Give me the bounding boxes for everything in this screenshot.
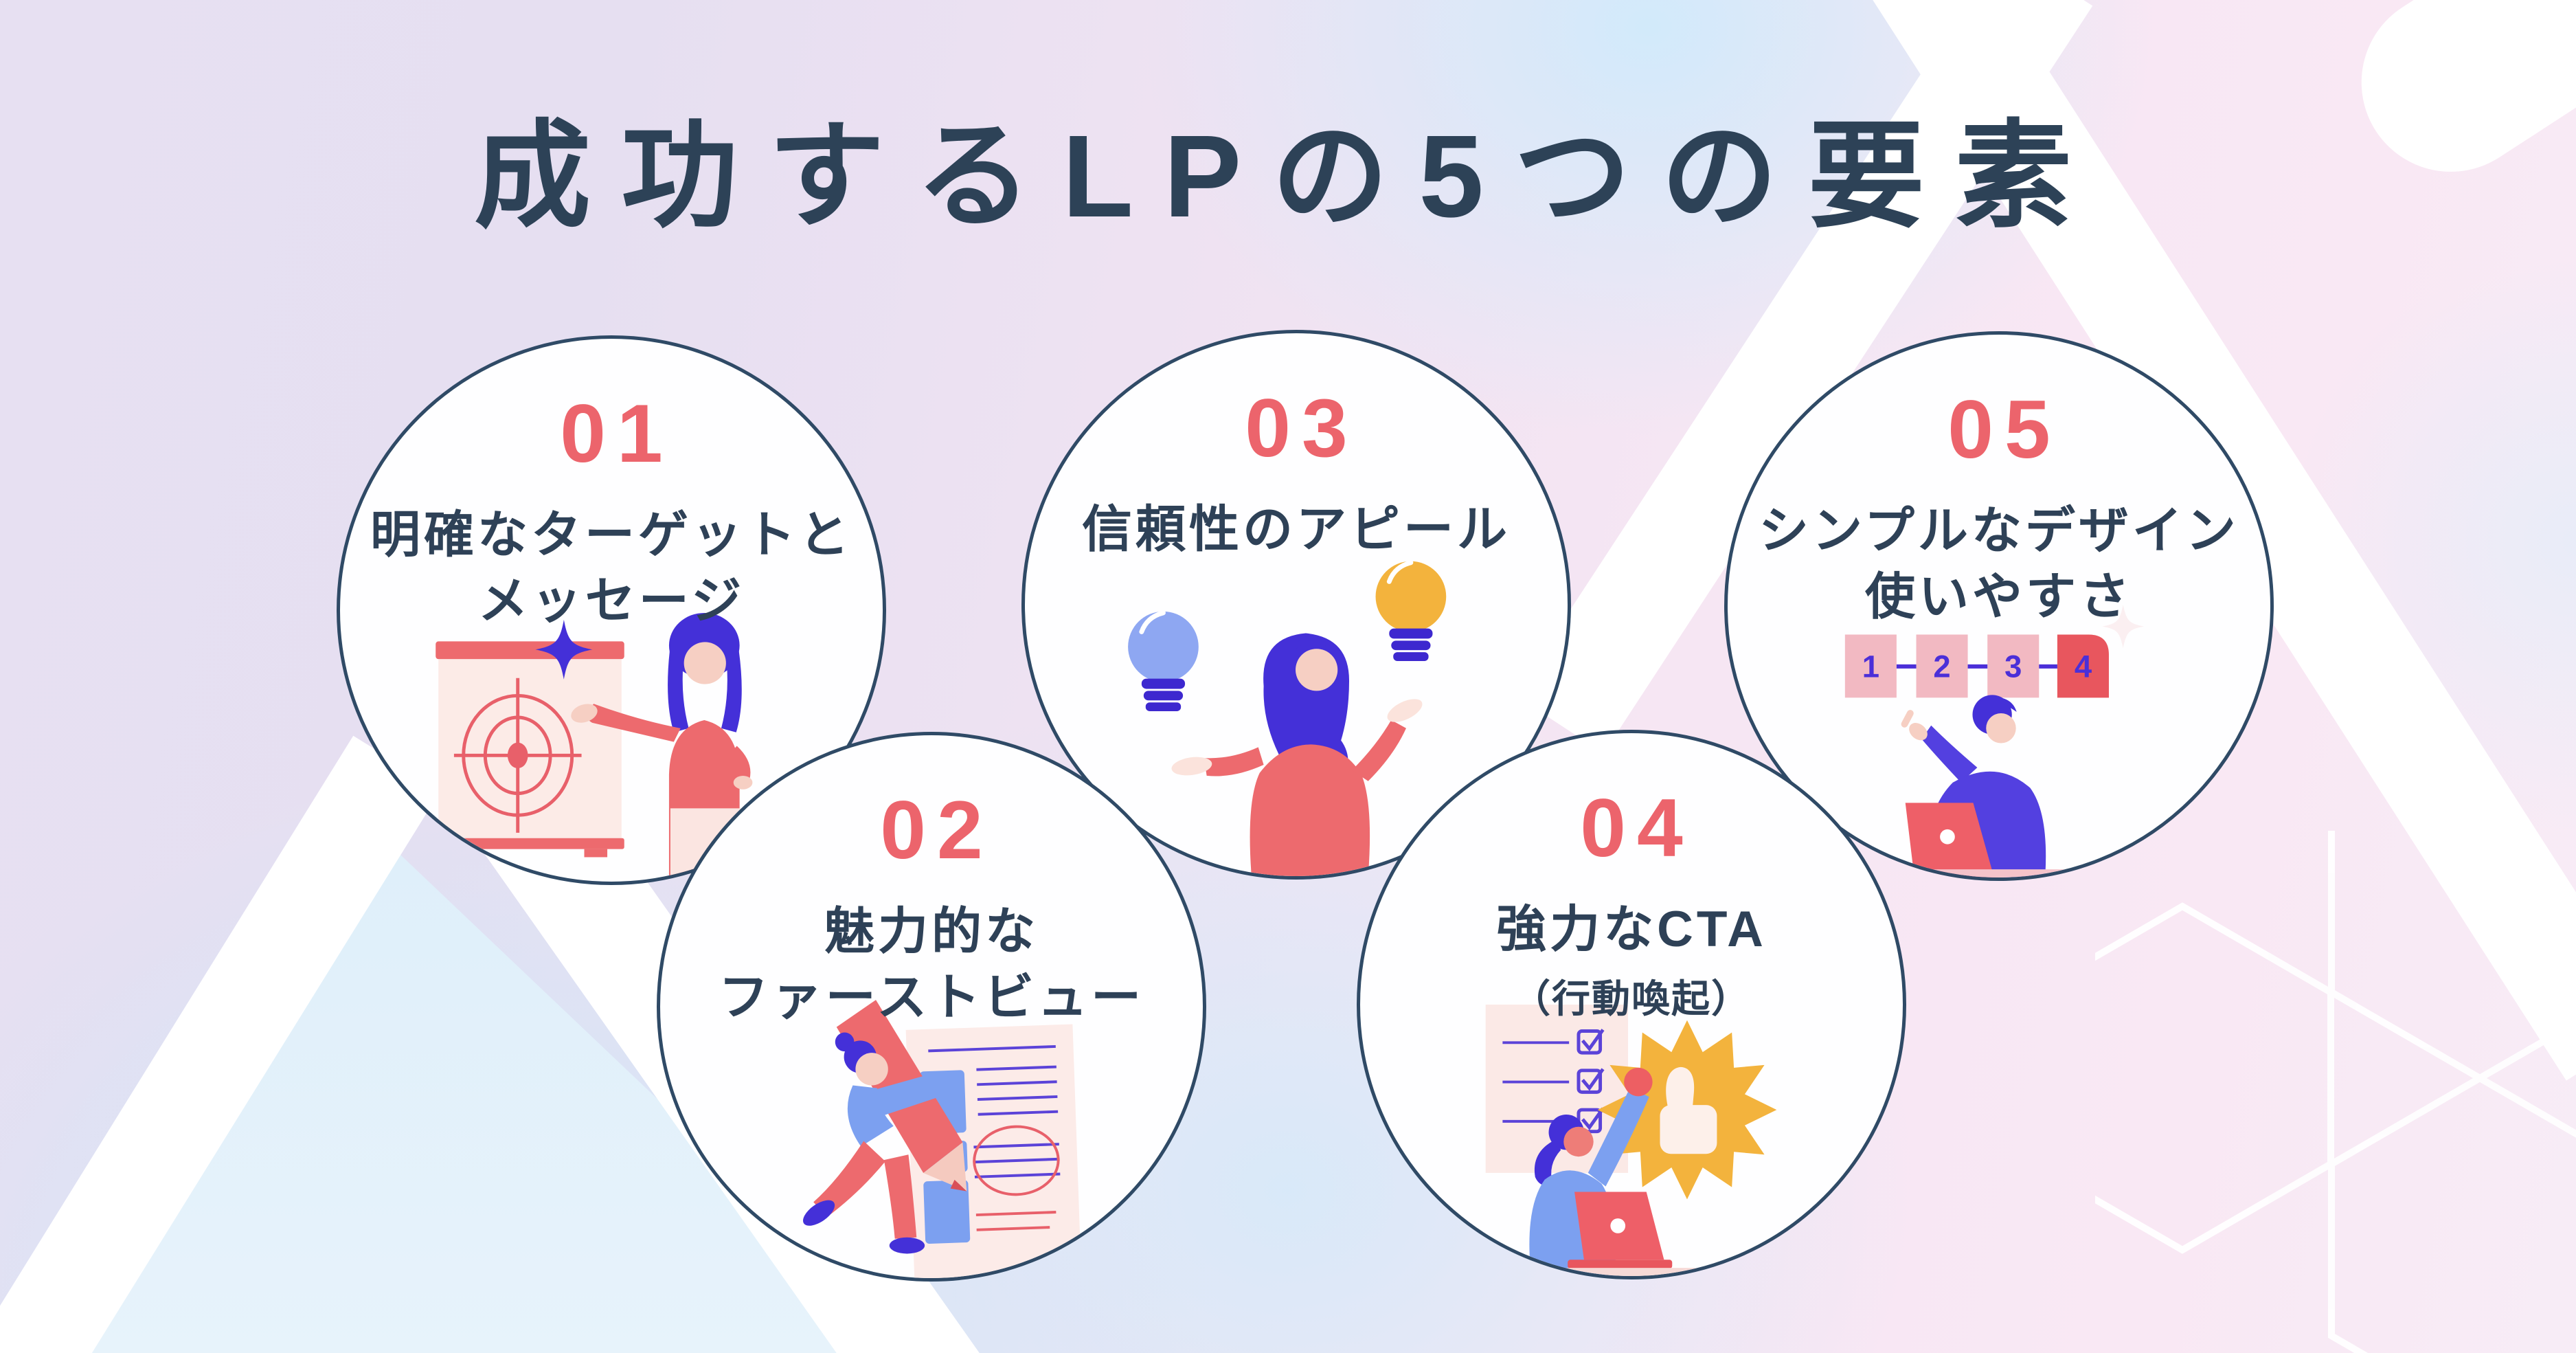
pointing-figure xyxy=(1874,695,2068,877)
item-number: 02 xyxy=(880,784,994,876)
sparkle-icon xyxy=(535,619,593,680)
hexagon-pattern xyxy=(2095,831,2576,1353)
step-number: 1 xyxy=(1862,649,1879,684)
item-number: 05 xyxy=(1947,383,2061,476)
writer-figure xyxy=(803,1032,937,1254)
lightbulbs-illustration xyxy=(1128,560,1447,876)
shrug-figure xyxy=(1171,633,1423,876)
step-boxes: 1 2 3 4 xyxy=(1844,605,2145,698)
lightbulb-blue-icon xyxy=(1128,610,1199,712)
item-label: 魅力的な ファーストビュー xyxy=(718,904,1145,1026)
element-circle-02: 02 魅力的な ファーストビュー xyxy=(657,732,1206,1282)
element-circle-04: 04 強力なCTA （行動喚起） xyxy=(1357,730,1906,1279)
step-number: 3 xyxy=(2004,649,2022,684)
thumbs-up-icon xyxy=(1660,1066,1717,1154)
steps-illustration: 1 2 3 4 xyxy=(1844,605,2145,877)
pencil-document-illustration xyxy=(803,1000,1082,1278)
target-presenter-illustration xyxy=(436,612,753,882)
cheering-figure xyxy=(1484,1067,1697,1276)
item-label: 明確なターゲットと メッセージ xyxy=(370,507,852,629)
cta-illustration xyxy=(1484,1005,1777,1276)
starburst-icon xyxy=(1597,1020,1777,1200)
target-board-icon xyxy=(436,641,624,858)
item-label: 強力なCTA （行動喚起） xyxy=(1496,902,1767,1021)
sparkle-icon xyxy=(2102,605,2145,649)
item-number: 03 xyxy=(1245,382,1359,474)
item-label: 信頼性のアピール xyxy=(1082,502,1511,557)
page-title: 成功するLPの5つの要素 xyxy=(474,111,2102,242)
step-number: 4 xyxy=(2075,649,2092,684)
item-label: シンプルなデザイン 使いやすさ xyxy=(1759,503,2239,625)
item-number: 04 xyxy=(1580,782,1694,874)
element-circle-05: 1 2 3 4 05 シ xyxy=(1724,331,2274,881)
item-number: 01 xyxy=(560,388,674,480)
lightbulb-yellow-icon xyxy=(1375,560,1447,661)
step-number: 2 xyxy=(1933,649,1950,684)
